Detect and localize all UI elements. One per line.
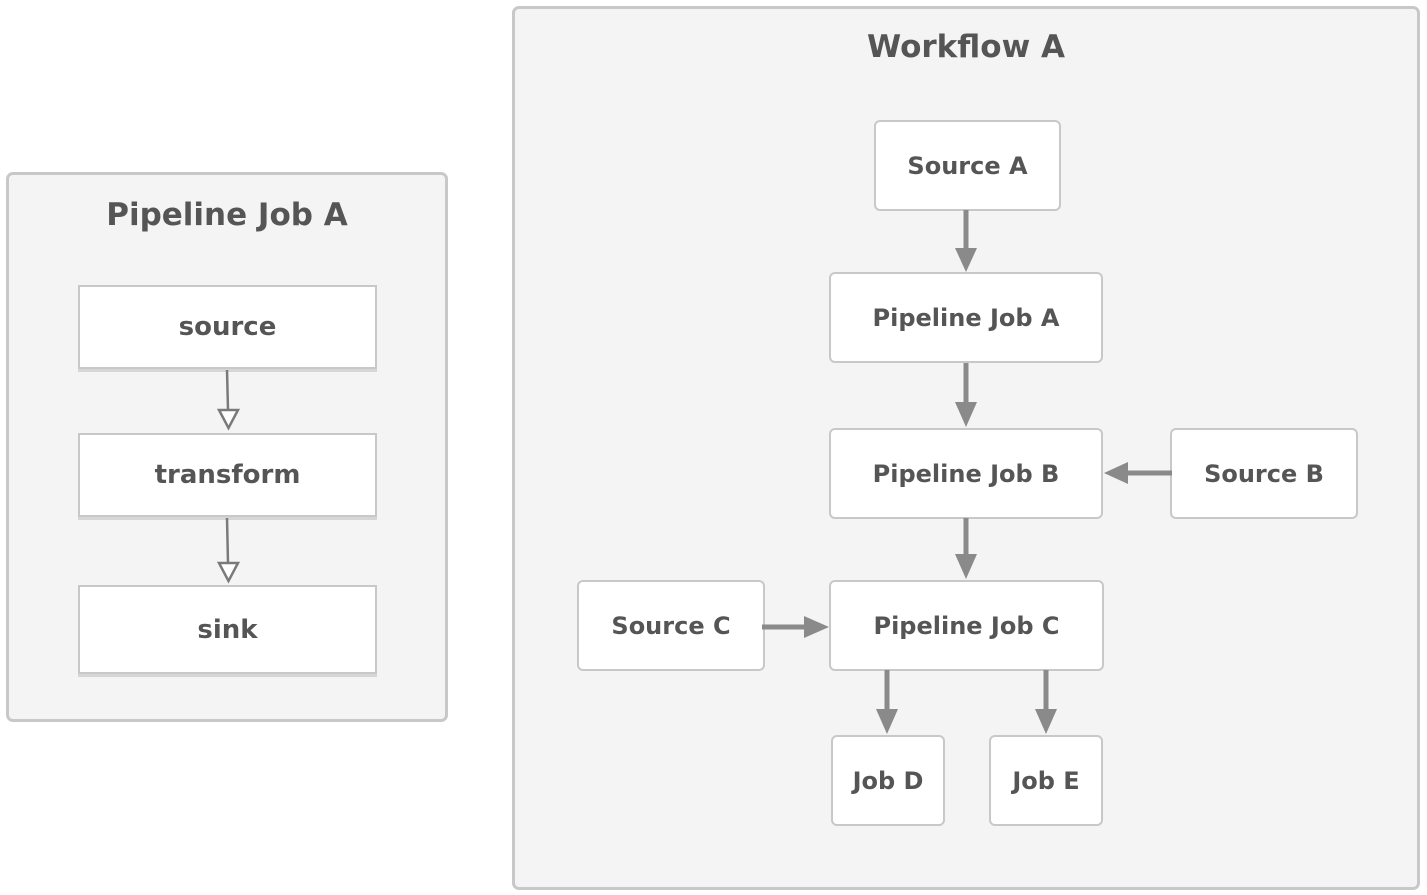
node-source-b[interactable]: Source B — [1170, 428, 1358, 519]
step-source[interactable]: source — [78, 285, 377, 369]
pipeline-panel-title: Pipeline Job A — [106, 197, 348, 233]
node-pipeline-job-a[interactable]: Pipeline Job A — [829, 272, 1103, 363]
node-source-a[interactable]: Source A — [874, 120, 1061, 211]
step-sink[interactable]: sink — [78, 585, 377, 674]
node-pipeline-job-c[interactable]: Pipeline Job C — [829, 580, 1104, 671]
node-pipeline-job-b[interactable]: Pipeline Job B — [829, 428, 1103, 519]
step-transform[interactable]: transform — [78, 433, 377, 517]
node-source-c[interactable]: Source C — [577, 580, 765, 671]
node-job-e[interactable]: Job E — [989, 735, 1103, 826]
node-job-d[interactable]: Job D — [831, 735, 945, 826]
workflow-panel-title: Workflow A — [867, 29, 1065, 65]
